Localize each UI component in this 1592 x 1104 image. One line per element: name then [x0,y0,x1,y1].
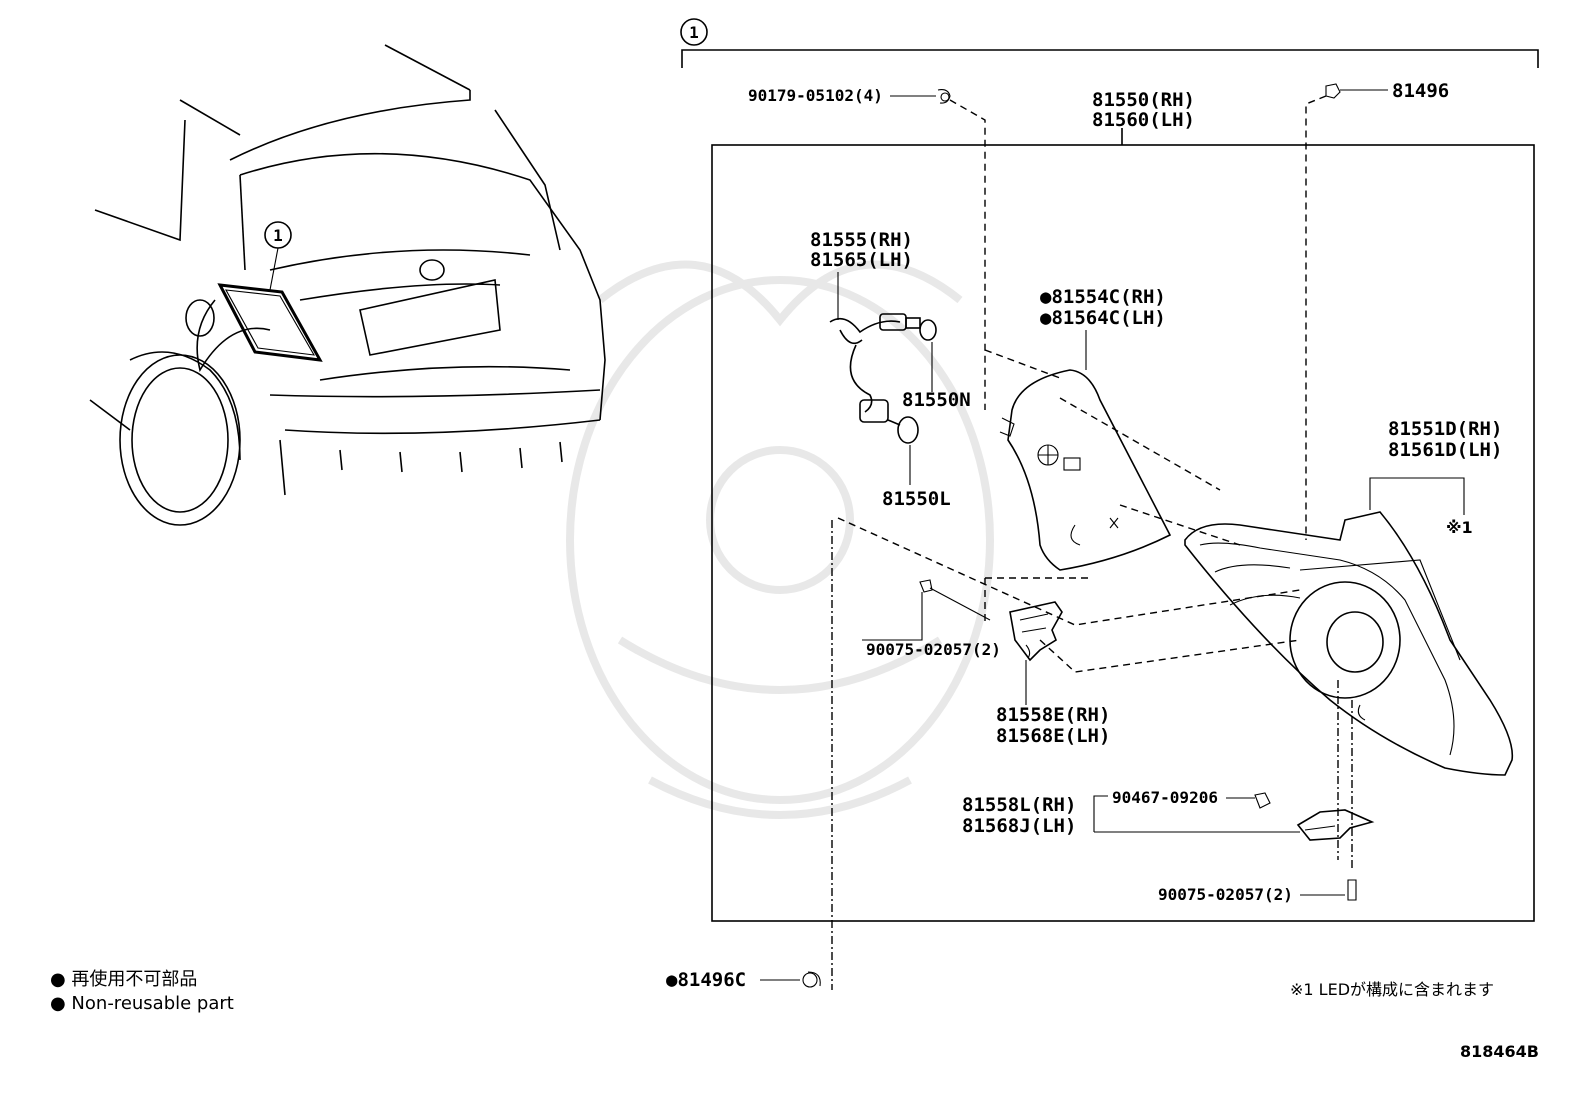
bracket-81558l [1296,809,1375,841]
label-81550-81560: 81550(RH) 81560(LH) [1092,89,1195,131]
label-81550l: 81550L [882,445,951,510]
dashed-assembly-lines [837,349,1353,870]
rear-combination-lamp [1184,511,1514,776]
svg-text:81565(LH): 81565(LH) [810,249,913,271]
bracket-81558e [1009,601,1063,705]
svg-text:81560(LH): 81560(LH) [1092,109,1195,131]
legend: ● 再使用不可部品 ● Non-reusable part [50,969,234,1014]
svg-text:●81554C(RH): ●81554C(RH) [1040,286,1166,308]
svg-text:● Non-reusable part: ● Non-reusable part [50,993,234,1014]
svg-text:81558L(RH): 81558L(RH) [962,794,1076,816]
gasket-plate [999,369,1172,571]
footnote-led: ※1 LEDが構成に含まれます [1290,980,1494,999]
svg-text:81550N: 81550N [902,389,971,411]
label-81550n: 81550N [902,342,971,411]
svg-text:81551D(RH): 81551D(RH) [1388,418,1502,440]
svg-text:81561D(LH): 81561D(LH) [1388,439,1502,461]
rear-lamp-location [217,283,323,362]
svg-text:81550(RH): 81550(RH) [1092,89,1195,111]
svg-text:1: 1 [273,226,283,245]
vehicle-rear-view [89,44,606,526]
svg-text:●81564C(LH): ●81564C(LH) [1040,307,1166,329]
svg-text:90075-02057(2): 90075-02057(2) [866,640,1001,659]
svg-text:81568J(LH): 81568J(LH) [962,815,1076,837]
label-90075-02057-a: 90075-02057(2) [866,640,1001,659]
label-81551d-81561d: 81551D(RH) 81561D(LH) ※1 [1369,418,1502,537]
label-81554c-81564c: ●81554C(RH) ●81564C(LH) [1040,286,1166,370]
svg-text:●81496C: ●81496C [666,969,746,991]
socket-wire-harness [829,313,937,444]
svg-text:● 再使用不可部品: ● 再使用不可部品 [50,969,197,990]
label-81555-81565: 81555(RH) 81565(LH) [810,229,913,320]
assembly-bracket: 1 [680,18,1539,68]
svg-text:1: 1 [689,23,699,42]
svg-text:90179-05102(4): 90179-05102(4) [748,86,883,105]
label-81558e-81568e: 81558E(RH) 81568E(LH) [996,704,1110,747]
svg-text:81496: 81496 [1392,80,1449,102]
svg-text:81555(RH): 81555(RH) [810,229,913,251]
svg-text:90467-09206: 90467-09206 [1112,788,1218,807]
label-81496: 81496 [1305,80,1449,540]
label-90075-02057-b: 90075-02057(2) [1158,879,1357,904]
assembly-box [711,144,1535,922]
screw-left [862,579,991,641]
svg-text:81550L: 81550L [882,488,951,510]
svg-text:81568E(LH): 81568E(LH) [996,725,1110,747]
svg-text:※1: ※1 [1446,518,1473,537]
watermark-logo [566,260,994,819]
diagram-code: 818464B [1460,1042,1539,1061]
label-81558l-81568j: 81558L(RH) 81568J(LH) 90467-09206 [962,788,1300,837]
label-81496c: ●81496C [666,520,833,991]
svg-text:90075-02057(2): 90075-02057(2) [1158,885,1293,904]
label-90179-05102: 90179-05102(4) [748,86,986,410]
callout-circle-car: 1 [264,221,292,249]
svg-text:81558E(RH): 81558E(RH) [996,704,1110,726]
